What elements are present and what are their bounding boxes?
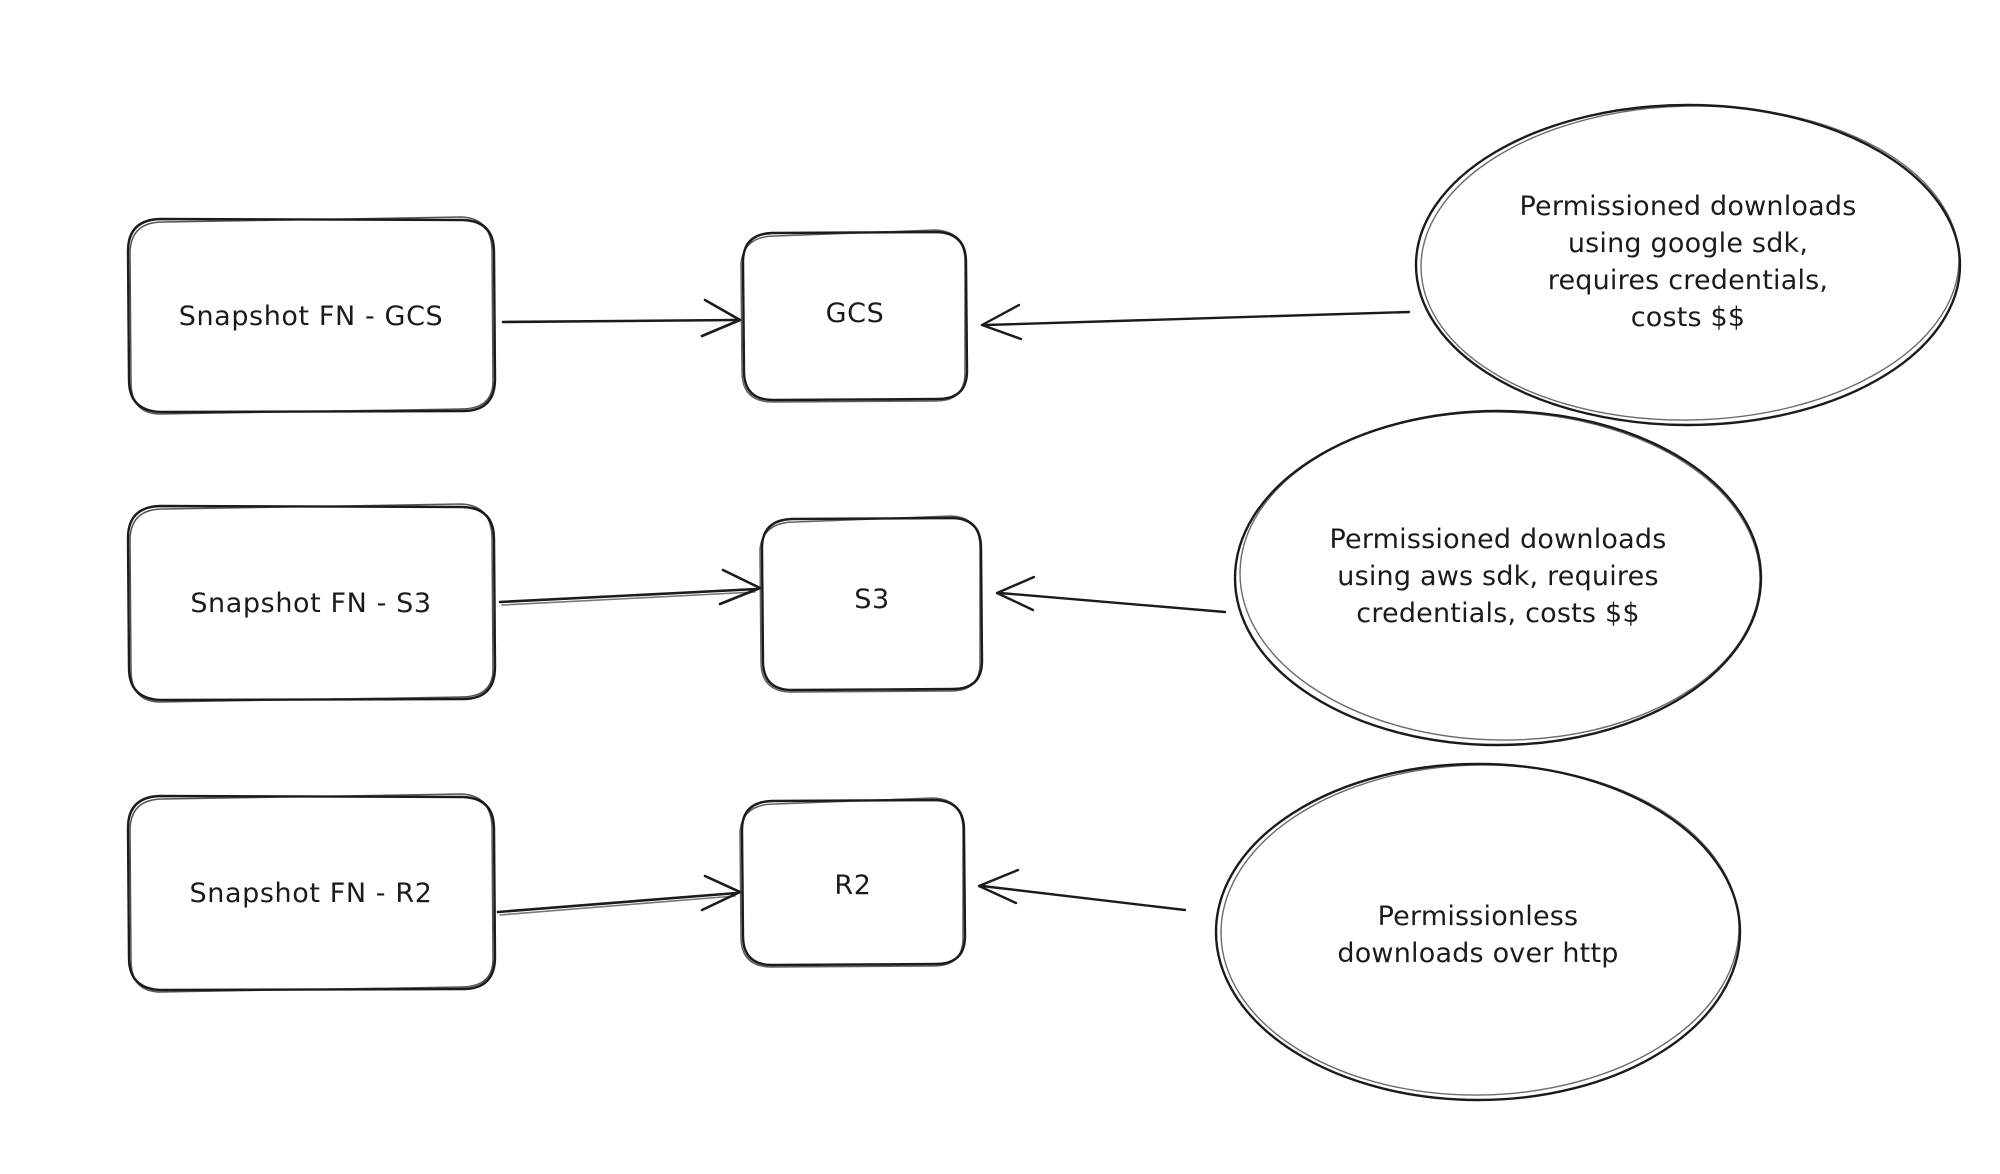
- note-s3[interactable]: Permissioned downloads using aws sdk, re…: [1233, 407, 1763, 747]
- edge-snapshot-gcs-to-gcs: [501, 298, 742, 338]
- node-label: S3: [854, 584, 890, 615]
- note-gcs[interactable]: Permissioned downloads using google sdk,…: [1414, 100, 1962, 427]
- edge-note-to-gcs: [980, 303, 1411, 341]
- edge-snapshot-r2-to-r2: [496, 874, 742, 916]
- note-line: requires credentials,: [1548, 265, 1828, 296]
- node-label: R2: [834, 870, 871, 901]
- row-gcs: Snapshot FN - GCS GCS Permissioned downl…: [126, 100, 1962, 427]
- row-s3: Snapshot FN - S3 S3 Permissioned downloa…: [126, 407, 1763, 747]
- node-r2[interactable]: R2: [739, 797, 967, 968]
- row-r2: Snapshot FN - R2 R2 Permissionless downl…: [126, 761, 1742, 1102]
- edge-note-to-r2: [977, 868, 1187, 912]
- node-s3[interactable]: S3: [759, 515, 984, 693]
- node-label: Snapshot FN - GCS: [179, 301, 444, 332]
- node-snapshot-fn-s3[interactable]: Snapshot FN - S3: [126, 503, 497, 703]
- node-snapshot-fn-gcs[interactable]: Snapshot FN - GCS: [126, 216, 497, 415]
- node-gcs[interactable]: GCS: [740, 229, 969, 403]
- note-line: using google sdk,: [1568, 228, 1808, 259]
- note-line: downloads over http: [1337, 938, 1618, 969]
- note-line: credentials, costs $$: [1356, 598, 1639, 629]
- edge-note-to-s3: [995, 575, 1227, 614]
- node-label: GCS: [826, 298, 885, 329]
- note-line: costs $$: [1631, 302, 1746, 333]
- edge-snapshot-s3-to-s3: [498, 568, 762, 606]
- note-line: Permissioned downloads: [1330, 524, 1667, 555]
- node-snapshot-fn-r2[interactable]: Snapshot FN - R2: [126, 793, 497, 993]
- node-label: Snapshot FN - R2: [190, 878, 433, 909]
- note-r2[interactable]: Permissionless downloads over http: [1214, 761, 1742, 1102]
- note-line: using aws sdk, requires: [1337, 561, 1658, 592]
- node-label: Snapshot FN - S3: [190, 588, 431, 619]
- note-line: Permissioned downloads: [1520, 191, 1857, 222]
- note-line: Permissionless: [1378, 901, 1579, 932]
